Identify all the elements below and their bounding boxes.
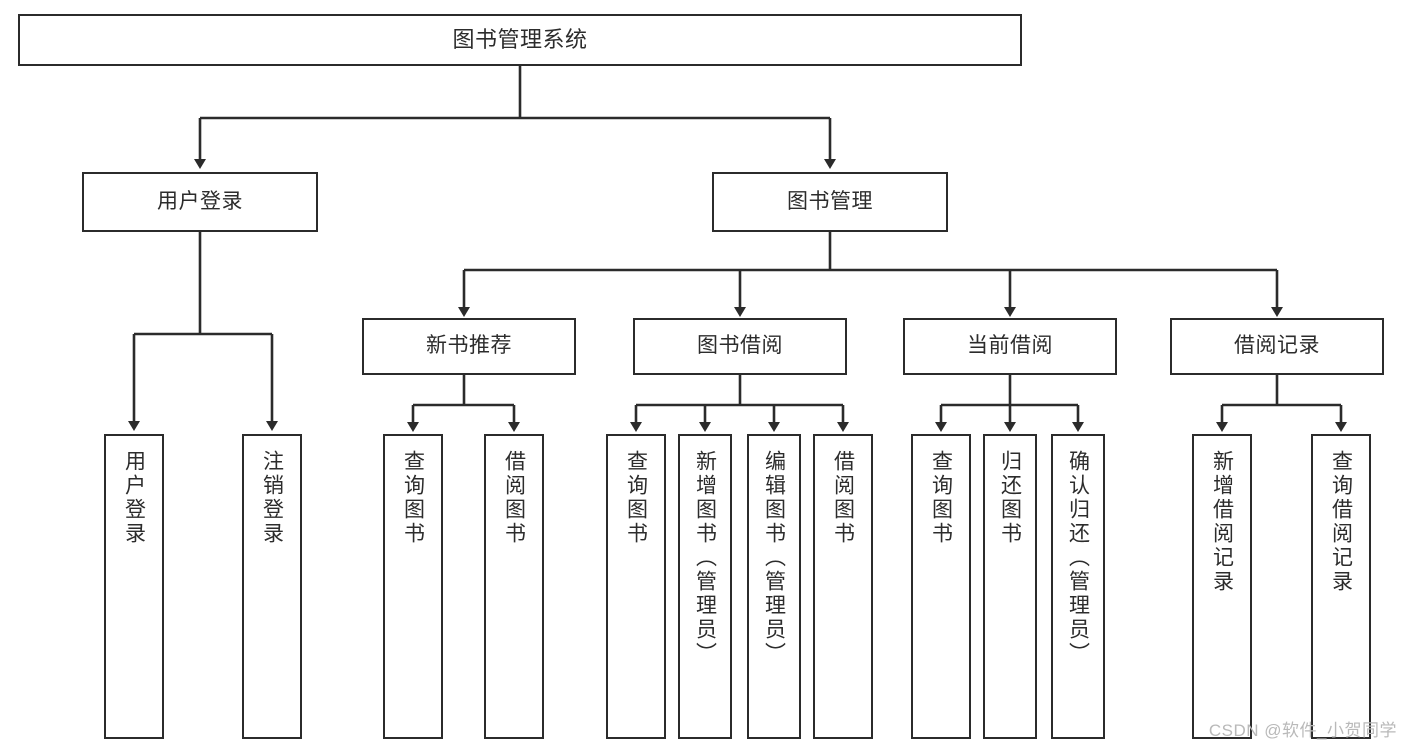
node-label: 查询图书 <box>624 450 648 546</box>
node-book-management-system[interactable]: 图书管理系统 <box>18 14 1022 66</box>
node-label: 查询图书 <box>401 450 425 546</box>
node-leaf-confirm-return-admin[interactable]: 确认归还（管理员） <box>1051 434 1105 739</box>
node-leaf-query-book-current[interactable]: 查询图书 <box>911 434 971 739</box>
node-book-borrow[interactable]: 图书借阅 <box>633 318 847 375</box>
node-leaf-add-borrow-record[interactable]: 新增借阅记录 <box>1192 434 1252 739</box>
node-leaf-user-login[interactable]: 用户登录 <box>104 434 164 739</box>
node-label: 新增图书（管理员） <box>693 450 717 666</box>
node-label: 新增借阅记录 <box>1210 450 1234 594</box>
node-label: 查询借阅记录 <box>1329 450 1353 594</box>
node-leaf-add-book-admin[interactable]: 新增图书（管理员） <box>678 434 732 739</box>
node-new-book-recommend[interactable]: 新书推荐 <box>362 318 576 375</box>
node-leaf-return-book[interactable]: 归还图书 <box>983 434 1037 739</box>
node-label: 新书推荐 <box>426 334 512 358</box>
node-label: 借阅图书 <box>831 450 855 546</box>
node-current-borrow[interactable]: 当前借阅 <box>903 318 1117 375</box>
node-label: 当前借阅 <box>967 334 1053 358</box>
node-user-login[interactable]: 用户登录 <box>82 172 318 232</box>
node-leaf-query-book-borrow[interactable]: 查询图书 <box>606 434 666 739</box>
node-leaf-logout[interactable]: 注销登录 <box>242 434 302 739</box>
node-leaf-borrow-book-recommend[interactable]: 借阅图书 <box>484 434 544 739</box>
node-label: 归还图书 <box>998 450 1022 546</box>
node-leaf-query-borrow-record[interactable]: 查询借阅记录 <box>1311 434 1371 739</box>
node-label: 借阅记录 <box>1234 334 1320 358</box>
node-label: 借阅图书 <box>502 450 526 546</box>
node-label: 图书管理系统 <box>452 27 588 53</box>
node-label: 确认归还（管理员） <box>1066 450 1090 666</box>
node-book-management[interactable]: 图书管理 <box>712 172 948 232</box>
node-label: 查询图书 <box>929 450 953 546</box>
node-borrow-record[interactable]: 借阅记录 <box>1170 318 1384 375</box>
node-leaf-query-book-recommend[interactable]: 查询图书 <box>383 434 443 739</box>
node-label: 图书借阅 <box>697 334 783 358</box>
node-leaf-edit-book-admin[interactable]: 编辑图书（管理员） <box>747 434 801 739</box>
node-label: 编辑图书（管理员） <box>762 450 786 666</box>
node-label: 注销登录 <box>260 450 284 546</box>
csdn-watermark: CSDN @软件_小贺同学 <box>1208 721 1397 740</box>
node-label: 用户登录 <box>122 450 146 546</box>
node-label: 图书管理 <box>787 189 873 213</box>
node-label: 用户登录 <box>157 189 243 213</box>
node-leaf-borrow-book[interactable]: 借阅图书 <box>813 434 873 739</box>
